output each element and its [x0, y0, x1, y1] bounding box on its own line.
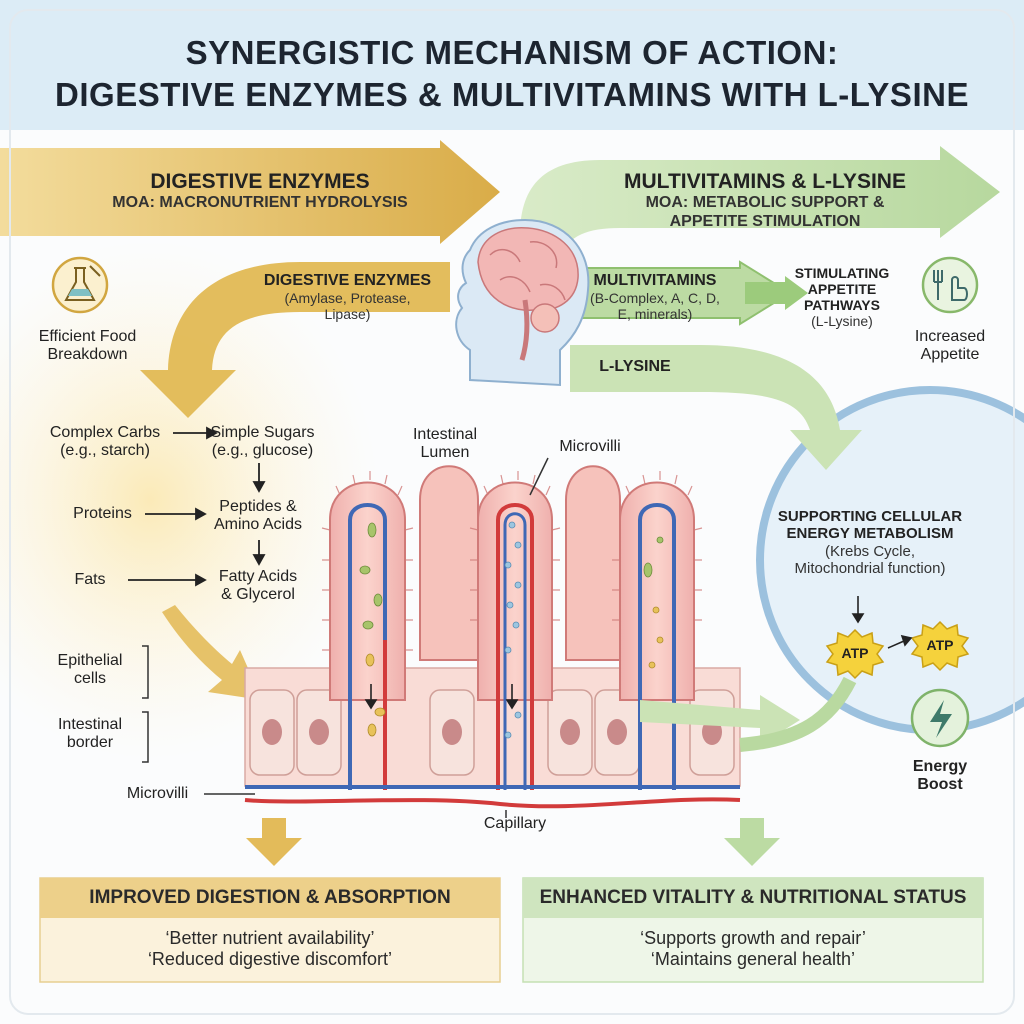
flask-icon — [51, 256, 109, 314]
enzymes-flow-arrow — [140, 262, 450, 418]
appetite-pathways-label: STIMULATING APPETITE PATHWAYS (L-Lysine) — [794, 265, 890, 330]
lysine-label: L-LYSINE — [599, 358, 671, 375]
nutrient-to-atp-arrow — [640, 695, 800, 745]
cellular-energy-label: SUPPORTING CELLULAR ENERGY METABOLISM (K… — [777, 508, 963, 577]
efficient-breakdown-label: Efficient Food Breakdown — [38, 328, 137, 364]
head-brain-illustration — [455, 218, 590, 387]
absorption-arrow — [162, 605, 262, 700]
atp-label-1: ATP — [841, 645, 869, 661]
atp-bursts — [825, 596, 970, 680]
energy-bolt-icon — [910, 688, 970, 748]
peptides-label: Peptides & Amino Acids — [213, 498, 303, 534]
multivitamins-arrow — [559, 260, 792, 326]
complex-carbs-label: Complex Carbs (e.g., starch) — [49, 424, 161, 460]
multivitamins-label: MULTIVITAMINS (B-Complex, A, C, D, E, mi… — [590, 272, 720, 323]
digestion-outcome-title: IMPROVED DIGESTION & ABSORPTION — [89, 887, 451, 908]
hydrolysis-arrows — [128, 426, 266, 587]
outcome-box-vitality — [522, 877, 984, 983]
vitality-outcome-title: ENHANCED VITALITY & NUTRITIONAL STATUS — [539, 887, 967, 908]
page-title: SYNERGISTIC MECHANISM OF ACTION: DIGESTI… — [55, 34, 969, 113]
capillary-label: Capillary — [483, 815, 547, 832]
gold-glow — [0, 240, 380, 760]
label-brackets — [142, 457, 549, 818]
title-band — [0, 0, 1024, 130]
intestinal-border-label: Intestinal border — [57, 716, 123, 752]
fats-label: Fats — [74, 571, 106, 588]
lysine-arrow — [570, 345, 862, 470]
digestion-outcome-points: ‘Better nutrient availability’ ‘Reduced … — [147, 928, 393, 969]
vitamins-banner: MULTIVITAMINS & L-LYSINE MOA: METABOLIC … — [624, 170, 906, 230]
digestion-result-arrow — [246, 818, 302, 866]
vitality-result-arrow — [724, 818, 780, 866]
intestinal-lumen-label: Intestinal Lumen — [412, 426, 478, 462]
microvilli-left-label: Microvilli — [126, 785, 189, 802]
intestine-cross-section — [244, 465, 741, 809]
proteins-label: Proteins — [73, 505, 132, 522]
vitamins-banner-arrow — [520, 146, 1000, 270]
simple-sugars-label: Simple Sugars (e.g., glucose) — [210, 424, 315, 460]
appetite-icon — [921, 256, 979, 314]
fatty-acids-label: Fatty Acids & Glycerol — [218, 568, 298, 604]
outcome-box-digestion — [39, 877, 501, 983]
enzymes-banner: DIGESTIVE ENZYMES MOA: MACRONUTRIENT HYD… — [112, 170, 408, 212]
energy-boost-label: Energy Boost — [912, 758, 968, 794]
vitality-outcome-points: ‘Supports growth and repair’ ‘Maintains … — [640, 928, 866, 969]
enzymes-banner-arrow — [0, 140, 500, 244]
increased-appetite-label: Increased Appetite — [914, 328, 986, 364]
microvilli-top-label: Microvilli — [559, 438, 621, 455]
enzymes-arrow-label: DIGESTIVE ENZYMES (Amylase, Protease, Li… — [263, 272, 432, 323]
epithelial-cells-label: Epithelial cells — [57, 652, 123, 688]
atp-label-2: ATP — [926, 637, 954, 653]
